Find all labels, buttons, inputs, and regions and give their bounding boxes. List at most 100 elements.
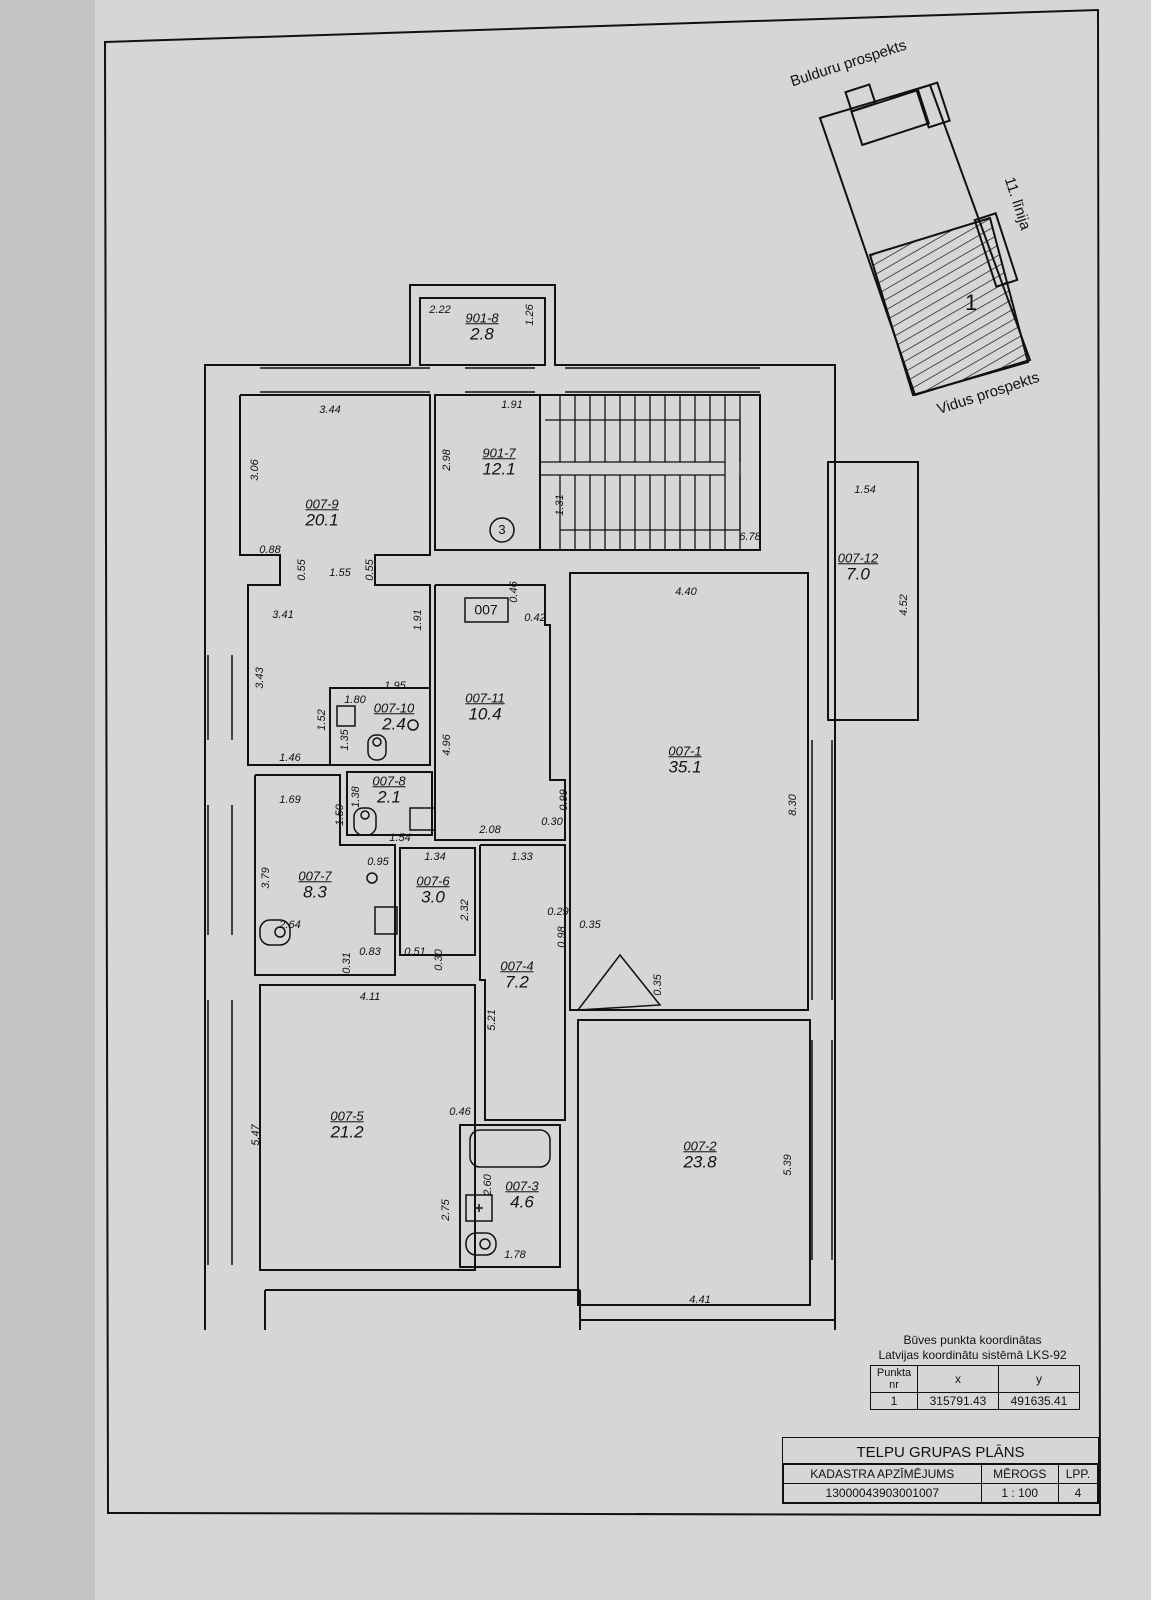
dimension-label: 0.29	[547, 906, 569, 918]
room-code: 007-11	[465, 690, 505, 706]
header-scale: MĒROGS	[980, 1464, 1059, 1484]
dimension-label: 4.41	[689, 1294, 711, 1306]
room-area: 4.6	[510, 1191, 534, 1211]
room-code: 007-5	[330, 1108, 364, 1124]
dimension-label: 0.46	[449, 1106, 471, 1118]
dimension-label: 2.75	[440, 1199, 452, 1221]
page-number: 4	[1057, 1483, 1099, 1503]
dimension-label: 0.98	[556, 926, 568, 948]
dimension-label: 1.50	[334, 804, 346, 826]
dimension-label: 5.47	[250, 1124, 262, 1146]
group-tag: 007	[474, 601, 498, 618]
dimension-label: 6.78	[739, 531, 761, 543]
dimension-label: 3.41	[272, 609, 294, 621]
dimension-label: 2.32	[459, 899, 471, 921]
dimension-label: 3.43	[254, 667, 266, 689]
point-y: 491635.41	[998, 1392, 1080, 1410]
room-area: 8.3	[303, 881, 327, 901]
dimension-label: 1.33	[511, 851, 533, 863]
room-code: 901-8	[465, 310, 499, 326]
room-area: 2.1	[377, 786, 401, 806]
header-page: LPP.	[1057, 1464, 1099, 1484]
dimension-label: 0.31	[341, 952, 353, 974]
dimension-label: 1.35	[339, 729, 351, 751]
dimension-label: 0.30	[541, 816, 563, 828]
dimension-label: 1.38	[350, 786, 362, 808]
room-area: 23.8	[683, 1151, 717, 1171]
dimension-label: 1.91	[412, 609, 424, 631]
plan-title: TELPU GRUPAS PLĀNS	[783, 1438, 1098, 1464]
coordinates-title: Būves punkta koordinātas Latvijas koordi…	[865, 1333, 1080, 1363]
dimension-label: 5.21	[486, 1009, 498, 1031]
dimension-label: 0.55	[296, 559, 308, 581]
sheet-frame	[103, 8, 1102, 1517]
dimension-label: 2.64	[279, 919, 301, 931]
dimension-label: 1.26	[524, 304, 536, 326]
binding-strip	[0, 0, 96, 1600]
point-number: 1	[870, 1392, 918, 1410]
dimension-label: 8.30	[787, 794, 799, 816]
room-area: 3.0	[421, 886, 445, 906]
dimension-label: 0.88	[259, 544, 281, 556]
dimension-label: 0.51	[404, 946, 426, 958]
room-area: 2.8	[470, 323, 494, 343]
room-code: 007-6	[416, 873, 450, 889]
dimension-label: 4.11	[359, 991, 381, 1003]
dimension-label: 2.22	[429, 304, 451, 316]
room-code: 007-1	[668, 743, 702, 759]
header-cadastre: KADASTRA APZĪMĒJUMS	[783, 1464, 982, 1484]
dimension-label: 0.55	[364, 559, 376, 581]
dimension-label: 1.78	[504, 1249, 526, 1261]
dimension-label: 1.91	[501, 399, 523, 411]
dimension-label: 1.31	[554, 494, 566, 516]
dimension-label: 5.39	[782, 1154, 794, 1176]
coordinates-title-line1: Būves punkta koordinātas	[903, 1333, 1042, 1347]
dimension-label: 1.34	[424, 851, 446, 863]
dimension-label: 3.44	[319, 404, 341, 416]
room-code: 007-10	[373, 700, 415, 716]
room-code: 007-8	[372, 773, 406, 789]
dimension-label: 0.35	[579, 919, 601, 931]
room-area: 7.0	[846, 563, 870, 583]
room-area: 7.2	[505, 971, 529, 991]
header-x: x	[917, 1365, 999, 1393]
dimension-label: 2.08	[479, 824, 501, 836]
dimension-label: 0.95	[367, 856, 389, 868]
dimension-label: 2.98	[441, 449, 453, 471]
stair-marker: 3	[498, 522, 506, 538]
room-area: 21.2	[330, 1121, 364, 1141]
dimension-label: 1.80	[344, 694, 366, 706]
header-point: Punkta nr	[870, 1365, 918, 1393]
scale-value: 1 : 100	[980, 1483, 1059, 1503]
outer-walls	[204, 284, 919, 1330]
dimension-label: 1.46	[279, 752, 301, 764]
room-code: 007-3	[505, 1178, 539, 1194]
building-number: 1	[965, 290, 978, 315]
hatched-building	[868, 216, 1030, 397]
dimension-label: 1.55	[329, 567, 351, 579]
location-map	[818, 81, 1032, 397]
room-code: 007-4	[500, 958, 534, 974]
dimension-label: 0.83	[359, 946, 381, 958]
dimension-label: 4.40	[675, 586, 697, 598]
room-area: 20.1	[305, 509, 339, 529]
coordinates-title-line2: Latvijas koordinātu sistēmā LKS-92	[878, 1348, 1067, 1362]
dimension-label: 1.95	[384, 680, 406, 692]
room-area: 10.4	[468, 703, 502, 723]
header-y: y	[998, 1365, 1080, 1393]
room-area: 2.4	[382, 713, 406, 733]
